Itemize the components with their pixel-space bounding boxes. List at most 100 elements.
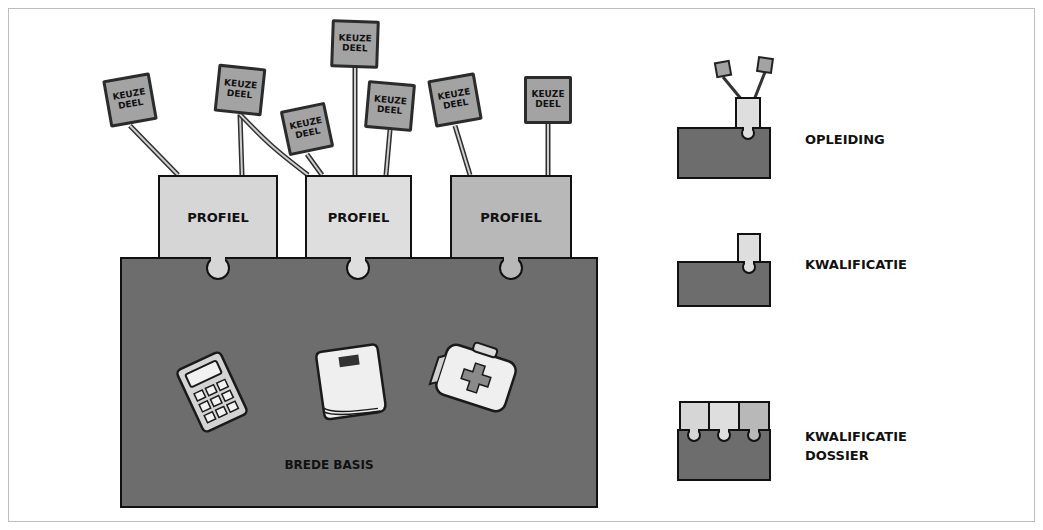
connector-line — [355, 67, 356, 175]
knob-neck — [211, 253, 225, 264]
book-cover — [316, 344, 387, 420]
mini-neck — [690, 427, 698, 433]
book-icon — [316, 344, 387, 420]
connector-line — [455, 126, 470, 175]
calculator-body — [176, 351, 248, 433]
mini-profile — [738, 234, 760, 262]
kit-side — [430, 354, 446, 386]
wire-outline — [386, 130, 390, 175]
choice-tag: KEUZE DEEL — [524, 76, 572, 124]
calculator-screen — [185, 360, 222, 387]
wire-core — [307, 154, 322, 175]
mini-neck — [745, 259, 753, 265]
choice-tag: KEUZE DEEL — [364, 80, 416, 132]
wire-core — [354, 67, 356, 175]
node-label: PROFIEL — [187, 210, 248, 225]
mini-tag — [757, 57, 773, 73]
wire-outline — [353, 67, 358, 175]
calculator-key — [205, 385, 217, 396]
first-aid-icon — [428, 333, 521, 414]
mini-profile — [736, 98, 760, 128]
mini-tag — [715, 61, 731, 77]
calculator-key — [199, 401, 211, 412]
mini-base — [678, 128, 770, 178]
choice-tag: KEUZE DEEL — [427, 72, 483, 128]
node-label: KEUZE DEEL — [528, 90, 568, 110]
connector-line — [240, 114, 242, 175]
calculator-key — [216, 406, 228, 417]
calculator-key — [204, 412, 216, 423]
choice-tag: KEUZE DEEL — [280, 102, 335, 157]
mini-base — [678, 262, 770, 306]
legend-label: OPLEIDING — [805, 131, 955, 150]
calculator-key — [222, 390, 234, 401]
node-label: KEUZE DEEL — [286, 115, 327, 142]
calculator-icon — [176, 351, 248, 433]
wire-core — [240, 114, 242, 175]
node-label: KEUZE DEEL — [219, 78, 261, 102]
wire-outline — [546, 122, 551, 175]
legend-icon-kwalificatie — [678, 234, 770, 306]
legend-label: KWALIFICATIE — [805, 256, 955, 275]
wire-outline — [307, 154, 322, 175]
mini-knob — [688, 429, 700, 441]
legend-icon-dossier — [678, 402, 770, 480]
mini-profile — [680, 402, 709, 430]
puzzle-knob — [207, 257, 229, 279]
mini-knob — [748, 429, 760, 441]
puzzle-knob — [500, 257, 522, 279]
wire-core — [386, 130, 390, 175]
calculator-key — [194, 390, 206, 401]
choice-tag: KEUZE DEEL — [102, 72, 158, 128]
puzzle-knob — [347, 257, 369, 279]
choice-tag: KEUZE DEEL — [214, 64, 267, 117]
node-label: KEUZE DEEL — [369, 94, 411, 117]
book-pages — [323, 400, 380, 419]
node-label: PROFIEL — [480, 210, 541, 225]
calculator-key — [210, 396, 222, 407]
connector-line — [386, 130, 390, 175]
wire-core — [455, 126, 470, 175]
mini-profile — [739, 402, 769, 430]
wire-outline — [455, 126, 470, 175]
knob-neck — [351, 253, 365, 264]
kit-handle — [472, 342, 498, 358]
connector-line — [307, 154, 322, 175]
base-block: BREDE BASIS — [120, 257, 598, 508]
mini-neck — [750, 427, 758, 433]
choice-tag: KEUZE DEEL — [330, 19, 380, 69]
node-label: PROFIEL — [328, 210, 389, 225]
book-label — [338, 355, 359, 368]
calculator-key — [227, 401, 239, 412]
legend-icon-opleiding — [678, 57, 773, 178]
puzzle-knobs — [207, 253, 522, 279]
profile-block: PROFIEL — [305, 175, 412, 259]
wire-core — [130, 126, 178, 175]
mini-knob — [718, 429, 730, 441]
kit-body — [434, 342, 519, 414]
mini-knob — [742, 127, 754, 139]
mini-neck — [720, 427, 728, 433]
profile-block: PROFIEL — [450, 175, 572, 259]
mini-base — [678, 430, 770, 480]
node-label: KEUZE DEEL — [109, 87, 152, 113]
mini-wire — [754, 72, 765, 100]
image-frame — [9, 9, 1035, 522]
wire-outline — [130, 126, 178, 175]
profile-block: PROFIEL — [158, 175, 278, 259]
connector-line — [130, 126, 178, 175]
mini-wire — [723, 77, 742, 100]
mini-profile — [709, 402, 739, 430]
legend-label: KWALIFICATIE DOSSIER — [805, 428, 925, 466]
kit-cross — [458, 360, 493, 395]
node-label: BREDE BASIS — [284, 458, 373, 472]
calculator-key — [217, 379, 229, 390]
knob-neck — [504, 253, 518, 264]
mini-neck — [744, 125, 752, 131]
wire-core — [547, 122, 549, 175]
node-label: KEUZE DEEL — [434, 87, 477, 113]
node-label: KEUZE DEEL — [335, 33, 376, 54]
wire-outline — [240, 114, 242, 175]
connector-line — [548, 122, 549, 175]
